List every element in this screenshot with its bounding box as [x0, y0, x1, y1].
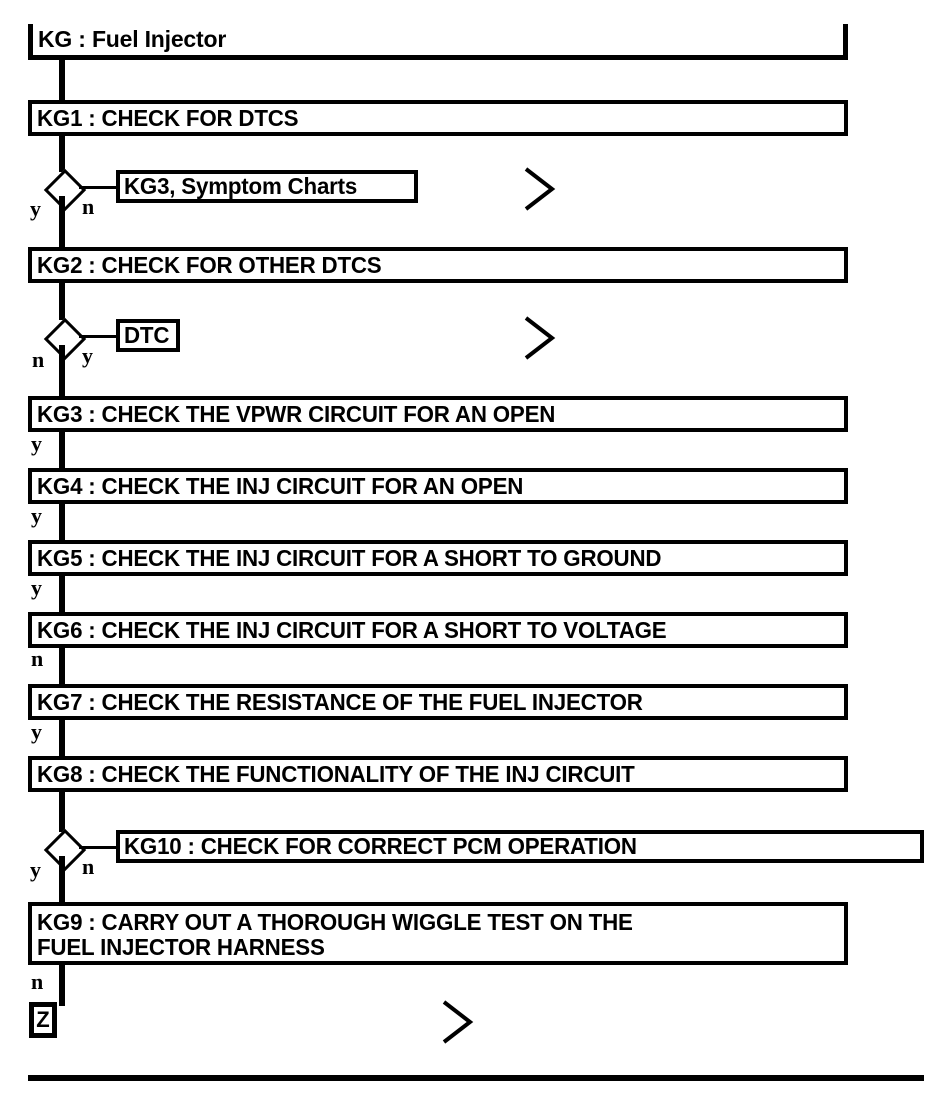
branch-connector-decision1-to-symptom-charts	[79, 186, 116, 189]
branch-label-kg3-yes: y	[31, 431, 42, 456]
connector-decision1-to-kg2	[59, 196, 65, 248]
reference-box-kg10[interactable]: KG10 : CHECK FOR CORRECT PCM OPERATION	[116, 830, 924, 863]
step-box-kg1[interactable]: KG1 : CHECK FOR DTCS	[28, 100, 848, 136]
diamond-icon	[43, 168, 87, 212]
reference-label-kg10: KG10 : CHECK FOR CORRECT PCM OPERATION	[124, 833, 637, 859]
branch-label-kg9-no: n	[31, 969, 44, 994]
terminal-box-z[interactable]: Z	[29, 1002, 57, 1038]
page-bottom-rule	[28, 1075, 924, 1081]
page-title: KG : Fuel Injector	[38, 26, 227, 52]
flowchart-title-box: KG : Fuel Injector	[28, 24, 848, 60]
branch-label-decision3-yes: y	[30, 857, 41, 882]
step-box-kg8[interactable]: KG8 : CHECK THE FUNCTIONALITY OF THE INJ…	[28, 756, 848, 792]
offpage-chevron-icon-3	[440, 998, 476, 1051]
branch-connector-decision2-to-dtc	[79, 335, 116, 338]
step-label-kg1: KG1 : CHECK FOR DTCS	[37, 104, 299, 131]
branch-label-kg7-yes: y	[31, 719, 42, 744]
step-box-kg4[interactable]: KG4 : CHECK THE INJ CIRCUIT FOR AN OPEN	[28, 468, 848, 504]
step-label-kg4: KG4 : CHECK THE INJ CIRCUIT FOR AN OPEN	[37, 472, 524, 499]
offpage-chevron-icon-1	[522, 165, 558, 218]
connector-kg9-to-terminal	[59, 964, 65, 1006]
connector-kg2-to-decision2	[59, 282, 65, 320]
reference-label-symptom-charts: KG3, Symptom Charts	[124, 173, 358, 199]
branch-connector-decision3-to-kg10	[79, 846, 116, 849]
branch-label-decision1-no: n	[82, 194, 95, 219]
connector-kg1-to-decision1	[59, 135, 65, 172]
connector-decision3-to-kg9	[59, 856, 65, 904]
branch-label-decision3-no: n	[82, 854, 95, 879]
step-box-kg2[interactable]: KG2 : CHECK FOR OTHER DTCS	[28, 247, 848, 283]
offpage-chevron-icon-2	[522, 314, 558, 367]
connector-decision2-to-kg3	[59, 345, 65, 397]
branch-label-kg5-yes: y	[31, 575, 42, 600]
step-label-kg6: KG6 : CHECK THE INJ CIRCUIT FOR A SHORT …	[37, 616, 667, 643]
connector-kg8-to-decision3	[59, 791, 65, 832]
branch-label-decision2-no: n	[32, 347, 45, 372]
branch-label-decision2-yes: y	[82, 343, 93, 368]
reference-box-dtc[interactable]: DTC	[116, 319, 180, 352]
step-label-kg7: KG7 : CHECK THE RESISTANCE OF THE FUEL I…	[37, 688, 643, 715]
step-label-kg3: KG3 : CHECK THE VPWR CIRCUIT FOR AN OPEN	[37, 400, 556, 427]
step-label-kg5: KG5 : CHECK THE INJ CIRCUIT FOR A SHORT …	[37, 544, 662, 571]
connector-kg4-to-kg5	[59, 503, 65, 541]
step-label-kg8: KG8 : CHECK THE FUNCTIONALITY OF THE INJ…	[37, 760, 635, 787]
reference-box-symptom-charts[interactable]: KG3, Symptom Charts	[116, 170, 418, 203]
diamond-icon	[43, 828, 87, 872]
step-label-kg2: KG2 : CHECK FOR OTHER DTCS	[37, 251, 382, 278]
diamond-icon	[43, 317, 87, 361]
connector-kg5-to-kg6	[59, 575, 65, 613]
step-box-kg7[interactable]: KG7 : CHECK THE RESISTANCE OF THE FUEL I…	[28, 684, 848, 720]
connector-kg7-to-kg8	[59, 719, 65, 757]
branch-label-decision1-yes: y	[30, 196, 41, 221]
reference-label-dtc: DTC	[124, 322, 170, 348]
connector-kg6-to-kg7	[59, 647, 65, 685]
step-box-kg5[interactable]: KG5 : CHECK THE INJ CIRCUIT FOR A SHORT …	[28, 540, 848, 576]
step-box-kg3[interactable]: KG3 : CHECK THE VPWR CIRCUIT FOR AN OPEN	[28, 396, 848, 432]
connector-kg3-to-kg4	[59, 431, 65, 469]
connector-header-to-kg1	[59, 59, 65, 101]
branch-label-kg4-yes: y	[31, 503, 42, 528]
branch-label-kg6-no: n	[31, 646, 44, 671]
terminal-label-z: Z	[36, 1007, 50, 1032]
step-box-kg6[interactable]: KG6 : CHECK THE INJ CIRCUIT FOR A SHORT …	[28, 612, 848, 648]
step-label-kg9: KG9 : CARRY OUT A THOROUGH WIGGLE TEST O…	[37, 909, 633, 960]
step-box-kg9[interactable]: KG9 : CARRY OUT A THOROUGH WIGGLE TEST O…	[28, 902, 848, 965]
